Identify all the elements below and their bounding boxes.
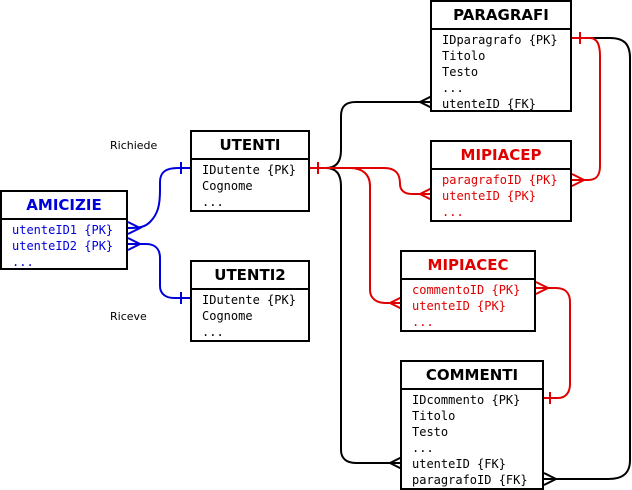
field: ... (442, 81, 464, 95)
field: IDcommento {PK} (412, 393, 521, 407)
entity-mipiacec: MIPIACEC commentoID {PK} utenteID {PK} .… (400, 250, 536, 332)
entity-fields: IDutente {PK} Cognome ... (192, 160, 308, 210)
field: Titolo (442, 49, 486, 63)
field: utenteID {FK} (442, 97, 536, 111)
entity-fields: IDcommento {PK} Titolo Testo ... utenteI… (402, 390, 542, 488)
field: Testo (442, 65, 479, 79)
field: IDutente {PK} (202, 163, 296, 177)
field: Cognome (202, 309, 253, 323)
field: IDutente {PK} (202, 293, 296, 307)
entity-fields: IDparagrafo {PK} Titolo Testo ... utente… (432, 30, 570, 112)
field: ... (412, 441, 434, 455)
edge-utenti-commenti (325, 167, 402, 464)
entity-title: PARAGRAFI (432, 2, 570, 30)
entity-fields: commentoID {PK} utenteID {PK} ... (402, 280, 534, 330)
field: utenteID2 {PK} (12, 239, 114, 253)
label-riceve: Riceve (110, 310, 147, 323)
entity-mipiacep: MIPIACEP paragrafoID {PK} utenteID {PK} … (430, 140, 572, 222)
crowfoot-commenti-paragrafo (543, 472, 559, 486)
crowfoot-mipiacep-paragrafo (571, 173, 587, 187)
entity-fields: utenteID1 {PK} utenteID2 {PK} ... (2, 220, 126, 270)
edge-utenti-mipiacec (349, 167, 402, 304)
crowfoot-amicizie-2 (127, 237, 143, 251)
entity-title: AMICIZIE (2, 192, 126, 220)
entity-title: COMMENTI (402, 362, 542, 390)
field: Testo (412, 425, 449, 439)
entity-title: MIPIACEP (432, 142, 570, 170)
crowfoot-mipiacec (387, 296, 403, 310)
label-richiede: Richiede (110, 139, 158, 152)
field: paragrafoID {PK} (442, 173, 558, 187)
field: utenteID {FK} (412, 457, 506, 471)
entity-title: UTENTI2 (192, 262, 308, 290)
field: ... (202, 325, 224, 339)
crowfoot-commenti (387, 456, 403, 470)
edge-paragrafi-commenti (544, 37, 631, 480)
edge-amicizie-utenti (127, 167, 192, 229)
field: ... (202, 195, 224, 209)
edge-utenti-paragrafi (310, 101, 432, 169)
field: ... (412, 315, 434, 329)
entity-title: MIPIACEC (402, 252, 534, 280)
field: commentoID {PK} (412, 283, 521, 297)
field: Titolo (412, 409, 456, 423)
field: ... (442, 205, 464, 219)
crowfoot-mipiacep (417, 187, 433, 201)
field: Cognome (202, 179, 253, 193)
entity-title: UTENTI (192, 132, 308, 160)
edge-utenti-mipiacep (310, 167, 432, 195)
field: utenteID {PK} (442, 189, 536, 203)
entity-commenti: COMMENTI IDcommento {PK} Titolo Testo ..… (400, 360, 544, 490)
crowfoot-mipiacec-commento (535, 281, 551, 295)
field: ... (12, 255, 34, 269)
entity-fields: IDutente {PK} Cognome ... (192, 290, 308, 340)
field: paragrafoID {FK} (412, 473, 528, 487)
edge-paragrafi-mipiacep (572, 37, 601, 181)
entity-utenti: UTENTI IDutente {PK} Cognome ... (190, 130, 310, 212)
crowfoot-amicizie-1 (127, 221, 143, 235)
crowfoot-paragrafi (417, 95, 433, 109)
field: utenteID {PK} (412, 299, 506, 313)
entity-fields: paragrafoID {PK} utenteID {PK} ... (432, 170, 570, 220)
entity-paragrafi: PARAGRAFI IDparagrafo {PK} Titolo Testo … (430, 0, 572, 112)
edge-commenti-mipiacec (536, 287, 571, 399)
field: utenteID1 {PK} (12, 223, 114, 237)
entity-amicizie: AMICIZIE utenteID1 {PK} utenteID2 {PK} .… (0, 190, 128, 270)
entity-utenti2: UTENTI2 IDutente {PK} Cognome ... (190, 260, 310, 342)
field: IDparagrafo {PK} (442, 33, 558, 47)
edge-amicizie-utenti2 (128, 243, 192, 299)
